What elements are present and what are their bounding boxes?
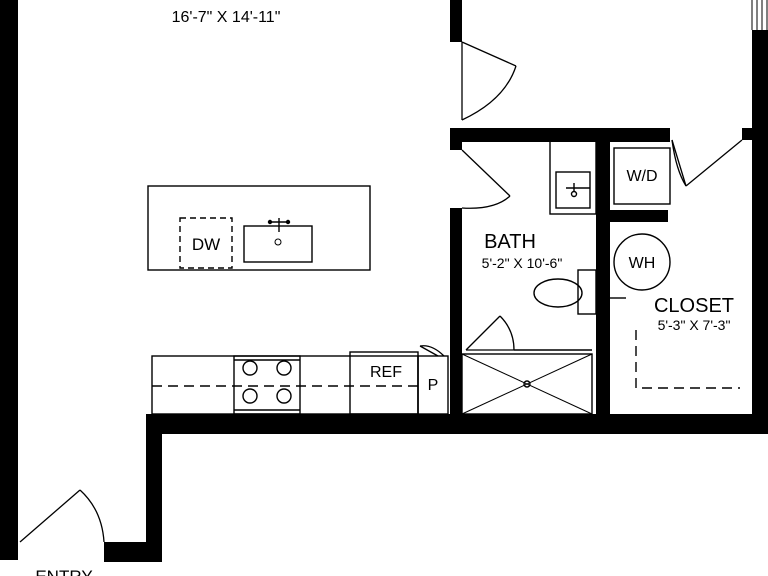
island-sink-drain [274, 238, 282, 246]
window-top-right [751, 0, 768, 30]
wall-left-exterior [0, 0, 18, 560]
door-upper-room[interactable] [461, 41, 517, 121]
pantry [417, 355, 449, 415]
door-pantry[interactable] [419, 345, 445, 357]
wall-kitchen-bottom [146, 414, 768, 434]
door-entry[interactable] [19, 489, 105, 543]
wall-right-stub [742, 128, 768, 140]
kitchen-island: DW [147, 185, 371, 271]
vanity-sink [555, 171, 591, 209]
doors [19, 41, 743, 543]
refrigerator-label: REF [370, 364, 402, 381]
wall-bath-left-upper [450, 128, 462, 150]
door-shower[interactable] [465, 315, 515, 351]
wall-wd-bottom [596, 210, 668, 222]
range-cooktop [233, 355, 301, 415]
vanity-faucet-icon [566, 183, 590, 192]
wall-bath-right [596, 128, 610, 428]
wall-entry-right [146, 414, 162, 562]
entry-label: ENTRY [35, 567, 92, 576]
shower [461, 349, 593, 415]
pantry-label: P [428, 377, 439, 394]
toilet [533, 269, 597, 315]
refrigerator [349, 351, 419, 415]
closet-dims: 5'-3" X 7'-3" [658, 317, 731, 333]
closet-name: CLOSET [654, 295, 734, 317]
wall-right-exterior [752, 30, 768, 430]
door-bath[interactable] [461, 149, 511, 209]
wall-bath-top [450, 128, 670, 142]
water-heater-label: WH [629, 255, 656, 272]
bath-dims: 5'-2" X 10'-6" [482, 255, 563, 271]
bath-fixtures [461, 139, 597, 415]
top-room-dims: 16'-7" X 14'-11" [172, 9, 281, 26]
washer-dryer [613, 147, 671, 205]
closet-shelf [635, 330, 740, 389]
wall-top-stub [450, 0, 462, 42]
vanity [549, 139, 597, 215]
water-heater [613, 233, 671, 291]
dishwasher-outline [179, 217, 233, 269]
wall-bath-left-lower [450, 208, 462, 430]
walls [0, 0, 768, 562]
door-wd-closet[interactable] [671, 139, 743, 187]
island-faucet-icon [267, 218, 291, 232]
washer-dryer-label: W/D [626, 168, 657, 185]
kitchen-counter [151, 351, 449, 415]
dishwasher-label: DW [192, 235, 220, 254]
bath-name: BATH [484, 231, 536, 253]
utility [610, 147, 740, 389]
wall-entry-bottom [104, 542, 162, 562]
island-sink [243, 225, 313, 263]
